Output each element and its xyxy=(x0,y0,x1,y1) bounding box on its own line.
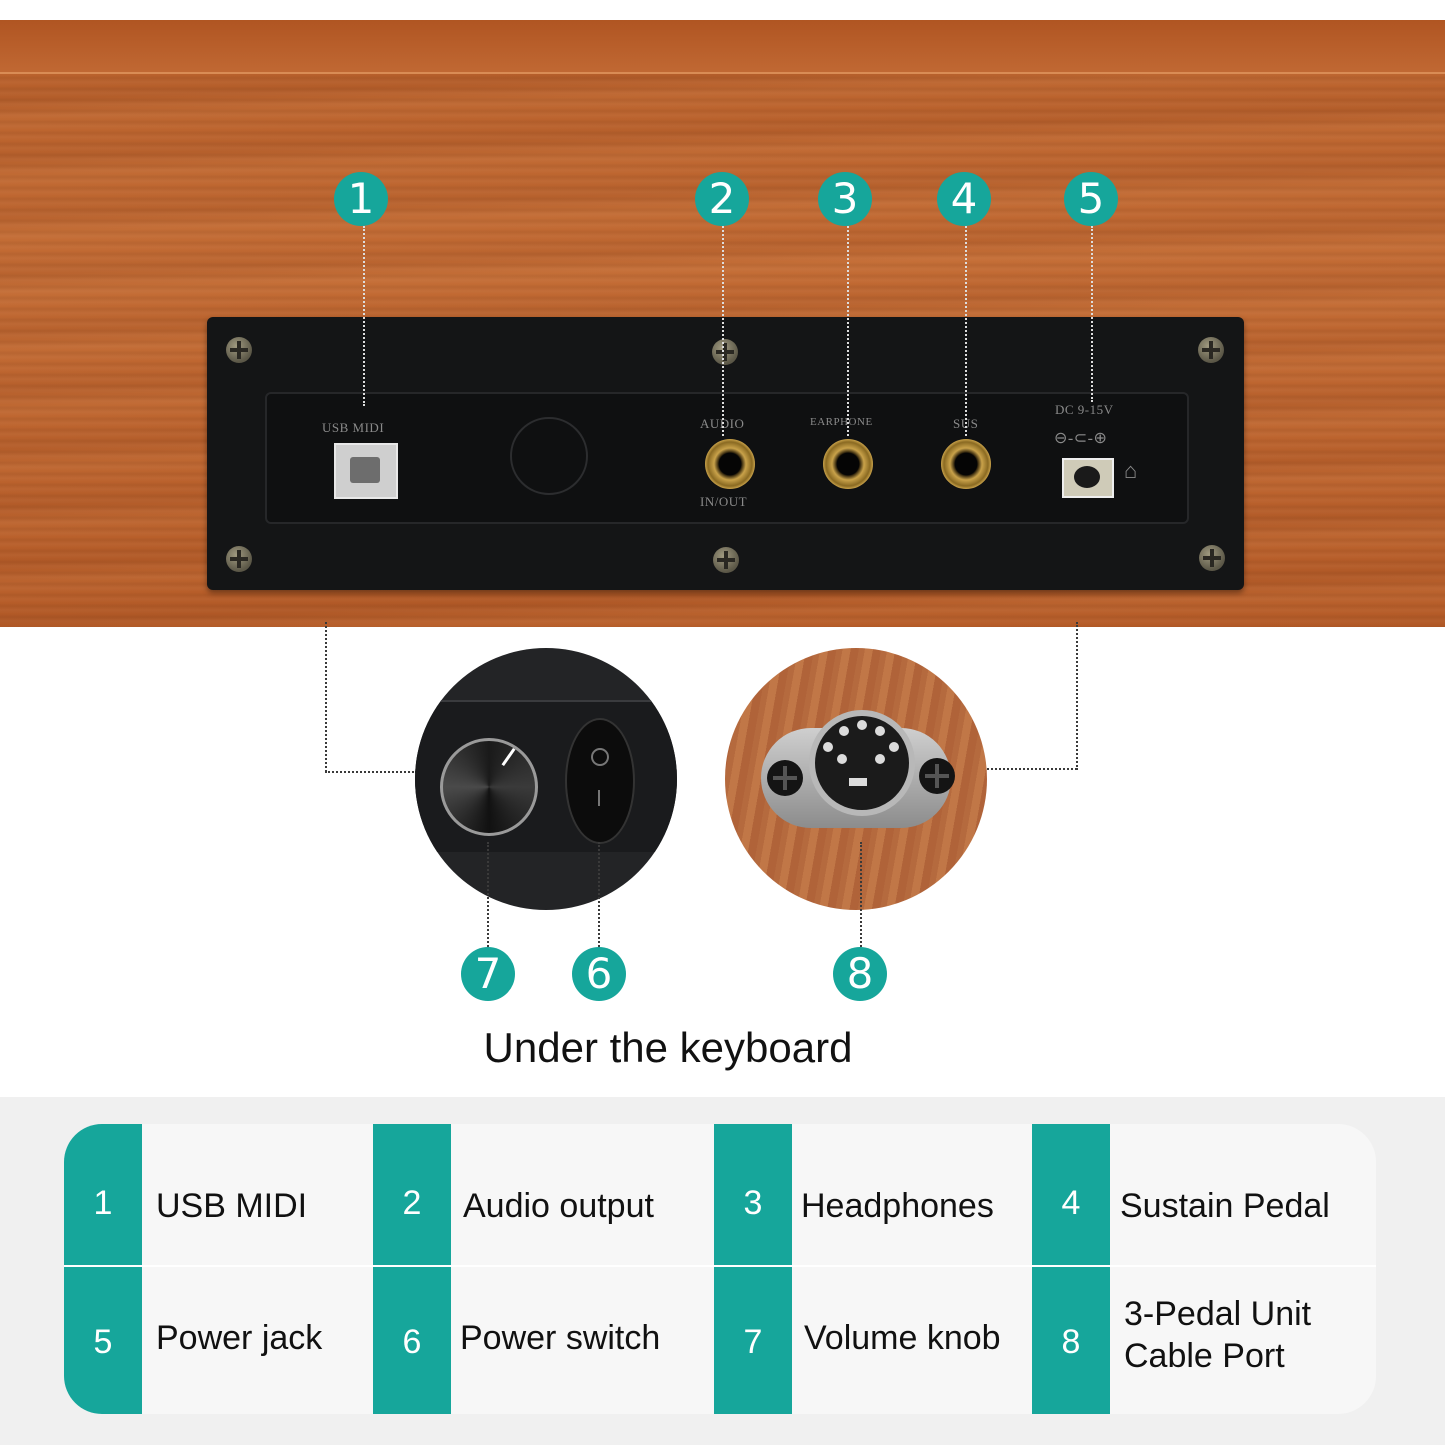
screw-icon xyxy=(919,758,955,794)
screw-icon xyxy=(713,547,739,573)
leader-line xyxy=(325,771,417,773)
screw-icon xyxy=(712,339,738,365)
on-symbol xyxy=(598,790,600,806)
screw-icon xyxy=(1198,337,1224,363)
leader-line xyxy=(598,842,600,950)
audio-jack-sublabel: IN/OUT xyxy=(700,494,748,509)
power-switch-icon xyxy=(565,718,635,844)
zoom-volume-and-power-switch xyxy=(415,648,677,910)
din-key xyxy=(849,778,867,786)
dc-power-label: DC 9-15V xyxy=(1055,402,1114,417)
din-pin xyxy=(875,754,885,764)
zoom-pedal-cable-port xyxy=(725,648,987,910)
callout-badge-7: 7 xyxy=(461,947,515,1001)
volume-knob-icon xyxy=(440,738,538,836)
legend-label: Power jack xyxy=(156,1319,323,1357)
leader-line xyxy=(363,226,365,406)
screw-icon xyxy=(226,546,252,572)
callout-badge-8: 8 xyxy=(833,947,887,1001)
leader-line xyxy=(487,842,489,950)
polarity-icon: ⊖-⊂-⊕ xyxy=(1054,430,1108,447)
leader-line xyxy=(847,226,849,436)
audio-jack xyxy=(705,439,755,489)
legend-table: 1 USB MIDI 2 Audio output 3 Headphones 4… xyxy=(64,1124,1376,1414)
din-socket-icon xyxy=(809,710,915,816)
din-pin xyxy=(875,726,885,736)
legend-number: 8 xyxy=(1032,1267,1110,1414)
sustain-jack xyxy=(941,439,991,489)
din-pin xyxy=(889,742,899,752)
callout-badge-6: 6 xyxy=(572,947,626,1001)
legend-label-line2: Cable Port xyxy=(1124,1337,1285,1375)
legend-number: 4 xyxy=(1032,1124,1110,1265)
under-keyboard-caption: Under the keyboard xyxy=(483,1024,853,1071)
dc-power-jack xyxy=(1062,458,1114,498)
legend-label: Headphones xyxy=(801,1187,994,1225)
callout-badge-5: 5 xyxy=(1064,172,1118,226)
connector-panel-inset xyxy=(265,392,1189,524)
legend-label: Sustain Pedal xyxy=(1120,1187,1330,1225)
callout-badge-3: 3 xyxy=(818,172,872,226)
audio-jack-label: AUDIO xyxy=(700,416,745,431)
off-symbol xyxy=(591,748,609,766)
din-pin xyxy=(839,726,849,736)
legend-number: 5 xyxy=(64,1267,142,1414)
leader-line xyxy=(860,842,862,950)
callout-badge-2: 2 xyxy=(695,172,749,226)
speaker-grille xyxy=(510,417,588,495)
leader-line xyxy=(1091,226,1093,402)
callout-badge-4: 4 xyxy=(937,172,991,226)
legend-number: 7 xyxy=(714,1267,792,1414)
legend-label-line1: 3-Pedal Unit xyxy=(1124,1295,1312,1333)
legend-number: 1 xyxy=(64,1124,142,1265)
legend-label: Audio output xyxy=(463,1187,654,1225)
earphone-jack-label: EARPHONE xyxy=(810,416,873,428)
warning-icon: ⌂ xyxy=(1124,458,1138,483)
leader-line xyxy=(965,226,967,436)
din-pin xyxy=(837,754,847,764)
din-pin xyxy=(823,742,833,752)
wooden-lid-edge xyxy=(0,20,1445,74)
usb-midi-port xyxy=(334,443,398,499)
screw-icon xyxy=(1199,545,1225,571)
legend-label: USB MIDI xyxy=(156,1187,308,1225)
legend-label: Volume knob xyxy=(804,1319,1001,1357)
leader-line xyxy=(325,622,327,772)
legend-number: 3 xyxy=(714,1124,792,1265)
leader-line xyxy=(1076,622,1078,770)
din-pin xyxy=(857,720,867,730)
row-divider xyxy=(64,1265,1376,1267)
screw-icon xyxy=(226,337,252,363)
legend-number: 6 xyxy=(373,1267,451,1414)
earphone-jack xyxy=(823,439,873,489)
legend-label: Power switch xyxy=(460,1319,661,1357)
leader-line xyxy=(722,226,724,436)
callout-badge-1: 1 xyxy=(334,172,388,226)
screw-icon xyxy=(767,760,803,796)
leader-line xyxy=(987,768,1077,770)
usb-midi-port-label: USB MIDI xyxy=(322,420,385,435)
legend-number: 2 xyxy=(373,1124,451,1265)
